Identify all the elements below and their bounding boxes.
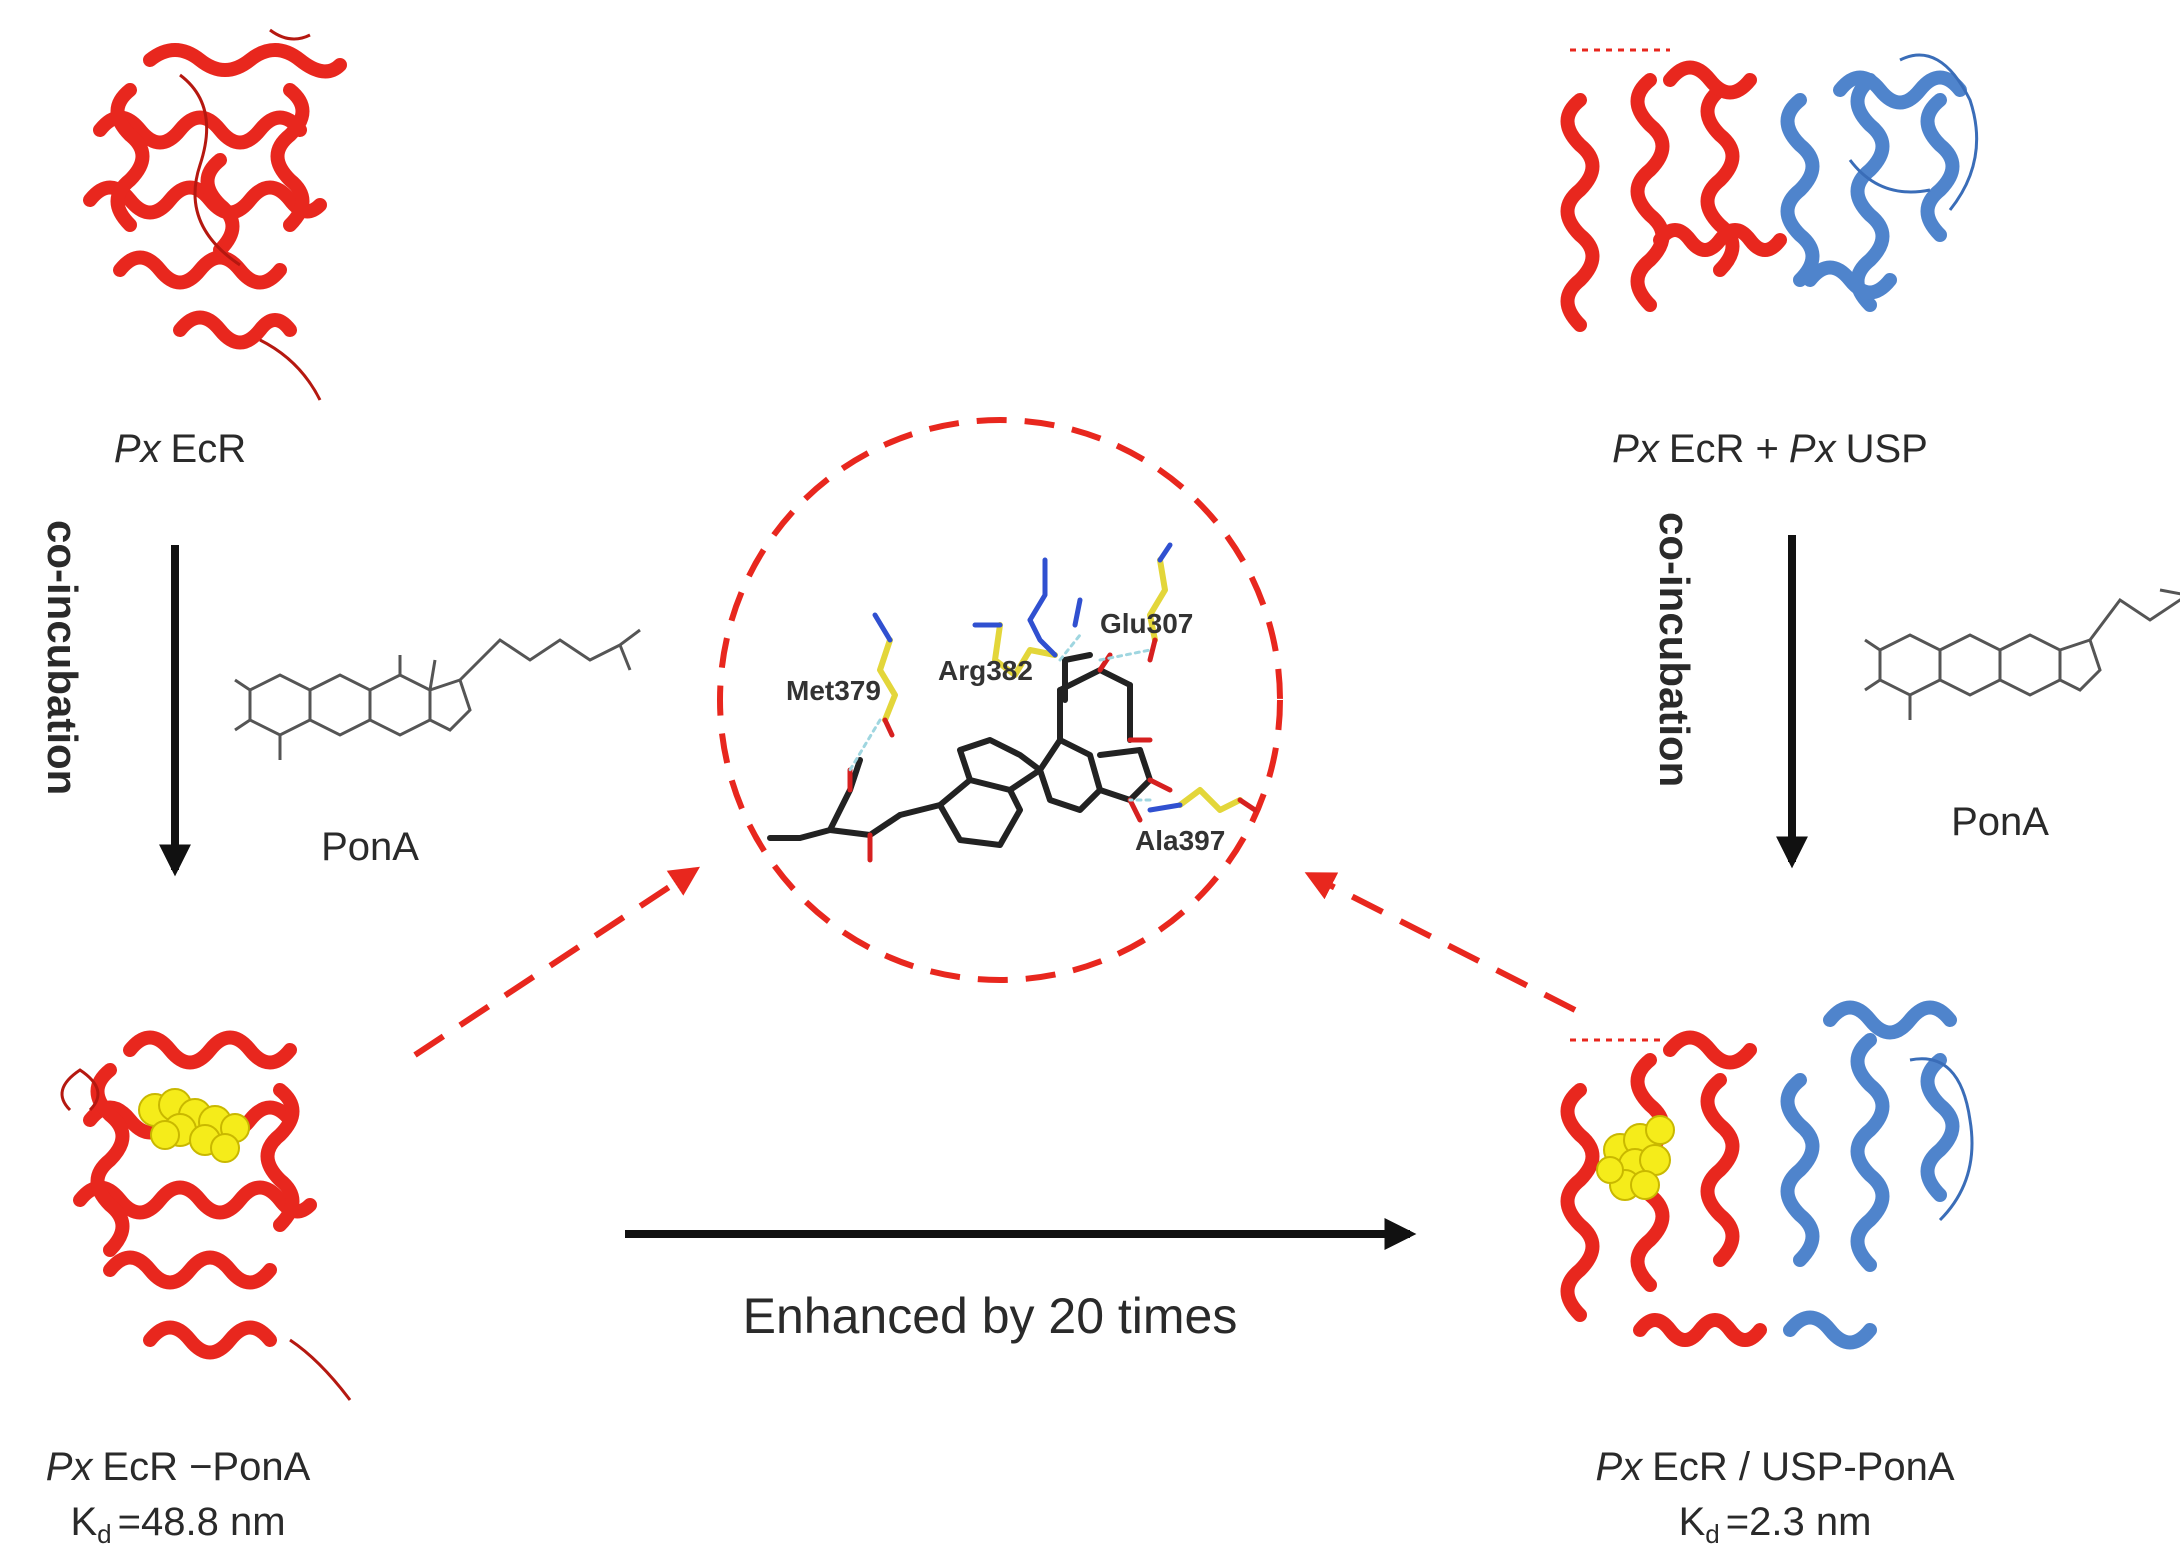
pona-ligand-spheres <box>1596 1115 1675 1201</box>
label-kd-right: Kd=2.3 nm <box>1679 1500 1872 1549</box>
dashed-arrow-left <box>413 866 701 1058</box>
label-pona-left: PonA <box>321 825 419 869</box>
pona-structure-left <box>234 628 641 760</box>
protein-ecr-usp-apo <box>1560 48 1979 332</box>
protein-ecr-usp-pona <box>1560 1000 1974 1350</box>
pona-ligand-spheres <box>138 1088 250 1163</box>
pona-structure-right <box>1864 588 2180 720</box>
residue-label: Ala397 <box>1135 825 1225 856</box>
label-enhanced: Enhanced by 20 times <box>743 1288 1238 1344</box>
label-kd-left: Kd=48.8 nm <box>70 1500 285 1549</box>
residue-label: Glu307 <box>1100 608 1193 639</box>
label-pona-right: PonA <box>1951 800 2049 844</box>
residue-label: Met379 <box>786 675 881 706</box>
binding-site-circle <box>717 417 1283 983</box>
dashed-arrow-right <box>1304 872 1577 1013</box>
protein-ecr-apo <box>83 28 347 401</box>
residue-label: Arg382 <box>938 655 1033 686</box>
protein-ecr-pona <box>60 1030 352 1401</box>
binding-site-structure <box>767 542 1258 863</box>
label-coincubation-right: co-incubation <box>1651 512 1698 787</box>
label-coincubation-left: co-incubation <box>39 520 86 795</box>
